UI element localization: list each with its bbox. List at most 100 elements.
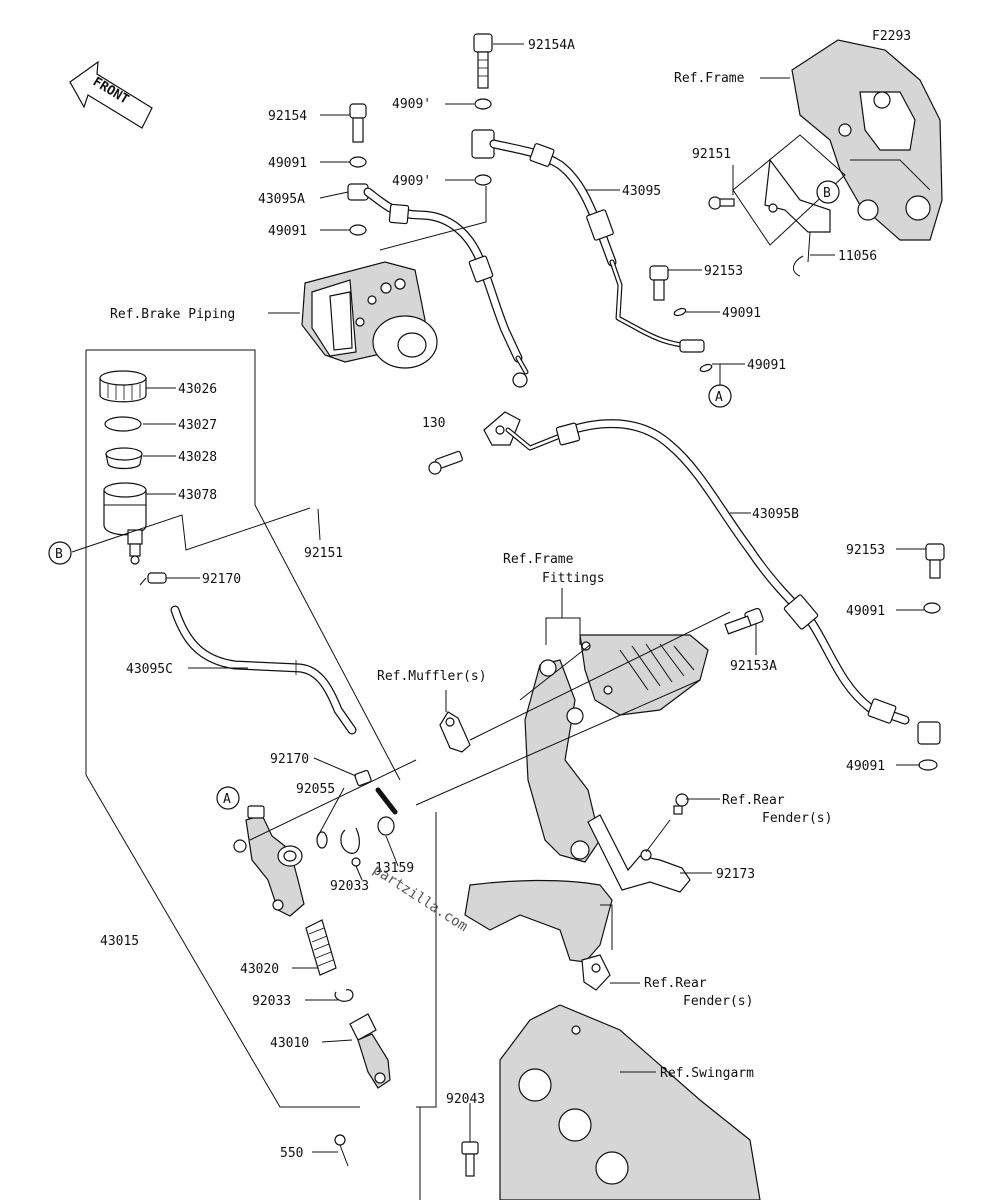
washer-49091-1: [349, 156, 367, 168]
diagram-code: F2293: [872, 29, 911, 44]
frame-fittings-plate: [579, 634, 709, 716]
label-ref-mufflers: Ref.Muffler(s): [377, 669, 487, 684]
bracket-92173: [587, 814, 691, 893]
washer-49091-5: [923, 602, 941, 614]
label-92043: 92043: [446, 1092, 485, 1107]
washer-4909-1: [474, 98, 492, 110]
label-92153-top: 92153: [704, 264, 743, 279]
svg-text:A: A: [223, 792, 231, 807]
label-92033-lower: 92033: [252, 994, 291, 1009]
washer-4909-2: [474, 174, 492, 186]
hose-43095B: [505, 419, 910, 725]
clamp-92170-top: [139, 572, 167, 586]
label-43078: 43078: [178, 488, 217, 503]
front-arrow-icon: FRONT: [69, 60, 153, 129]
label-43095: 43095: [622, 184, 661, 199]
part-labels: 92154A 92154 4909' 49091 4909' 43095A 49…: [100, 38, 885, 1161]
label-43015: 43015: [100, 934, 139, 949]
label-49091-4: 49091: [747, 358, 786, 373]
label-92151-left: 92151: [304, 546, 343, 561]
label-ref-brake-piping: Ref.Brake Piping: [110, 307, 235, 322]
label-92154: 92154: [268, 109, 307, 124]
label-92151-top: 92151: [692, 147, 731, 162]
label-92170-bottom: 92170: [270, 752, 309, 767]
bracket-11056: [764, 158, 831, 277]
label-43027: 43027: [178, 418, 217, 433]
label-43095A: 43095A: [258, 192, 305, 207]
reservoir-cap-43026: [99, 370, 147, 403]
swingarm-part: [499, 1004, 761, 1200]
label-4909-1: 4909': [392, 97, 431, 112]
bolt-92153-top: [649, 265, 669, 301]
washer-92033-small: [351, 857, 361, 867]
svg-text:A: A: [715, 390, 723, 405]
label-43028: 43028: [178, 450, 217, 465]
label-92153-right: 92153: [846, 543, 885, 558]
label-92170-top: 92170: [202, 572, 241, 587]
washer-49091-3: [673, 307, 687, 317]
cotter-pin-550: [334, 1134, 349, 1167]
label-43095B: 43095B: [752, 507, 799, 522]
push-rod-43010: [349, 1013, 391, 1089]
label-49091-3: 49091: [722, 306, 761, 321]
label-13159: 13159: [375, 861, 414, 876]
clamp-92170-bottom: [354, 769, 372, 787]
circlip-92033-lower: [334, 989, 354, 1002]
leader-lines: [143, 43, 926, 1153]
label-49091-1: 49091: [268, 156, 307, 171]
callout-a-top: A: [708, 384, 732, 408]
label-49091-6: 49091: [846, 759, 885, 774]
bolt-92153-right: [925, 543, 945, 579]
svg-text:B: B: [823, 186, 831, 201]
banjo-bolt-92154: [349, 103, 367, 143]
reservoir-tank-43078: [103, 482, 147, 565]
label-11056: 11056: [838, 249, 877, 264]
callout-a-left: A: [216, 786, 240, 810]
label-ref-rear-fender-2b: Fender(s): [683, 994, 753, 1009]
label-43010: 43010: [270, 1036, 309, 1051]
label-43026: 43026: [178, 382, 217, 397]
label-43095C: 43095C: [126, 662, 173, 677]
plate-43027: [104, 416, 142, 432]
circlip-92033: [340, 827, 360, 854]
washer-49091-2: [349, 224, 367, 236]
banjo-bolt-92154A: [473, 33, 493, 89]
banjo-fitting-43095B: [917, 721, 941, 745]
label-49091-2: 49091: [268, 224, 307, 239]
callout-b-left: B: [48, 541, 72, 565]
bolt-92153A: [724, 607, 764, 635]
svg-text:B: B: [55, 547, 63, 562]
label-ref-swingarm: Ref.Swingarm: [660, 1066, 754, 1081]
bolt-92043: [461, 1141, 479, 1177]
label-ref-frame: Ref.Frame: [674, 71, 745, 86]
frame-fittings-bracket: [524, 659, 601, 863]
washer-49091-4: [699, 363, 713, 373]
label-ref-rear-fender-1b: Fender(s): [762, 811, 832, 826]
label-130: 130: [422, 416, 445, 431]
label-ref-rear-fender-2a: Ref.Rear: [644, 976, 707, 991]
callout-b-top: B: [816, 180, 840, 204]
label-550: 550: [280, 1146, 303, 1161]
label-92154A: 92154A: [528, 38, 575, 53]
muffler-bracket: [439, 711, 471, 753]
hose-43095A: [363, 187, 529, 388]
frame-part: [791, 39, 943, 241]
label-92173: 92173: [716, 867, 755, 882]
abs-unit: [301, 261, 438, 369]
group-outline-lines: [71, 134, 846, 1200]
label-92153A: 92153A: [730, 659, 777, 674]
diaphragm-43028: [105, 447, 143, 470]
rear-fender-part: [464, 879, 613, 991]
label-43020: 43020: [240, 962, 279, 977]
label-ref-frame-fittings-1: Ref.Frame: [503, 552, 574, 567]
label-4909-2: 4909': [392, 174, 431, 189]
master-cylinder-43015: [233, 805, 305, 917]
hose-43095C: [170, 605, 357, 735]
spring-43020: [305, 919, 337, 976]
push-rod-13159: [375, 787, 398, 836]
label-ref-rear-fender-1a: Ref.Rear: [722, 793, 785, 808]
o-ring-92055: [316, 831, 328, 849]
label-92033-upper: 92033: [330, 879, 369, 894]
joint-130: [428, 411, 521, 475]
